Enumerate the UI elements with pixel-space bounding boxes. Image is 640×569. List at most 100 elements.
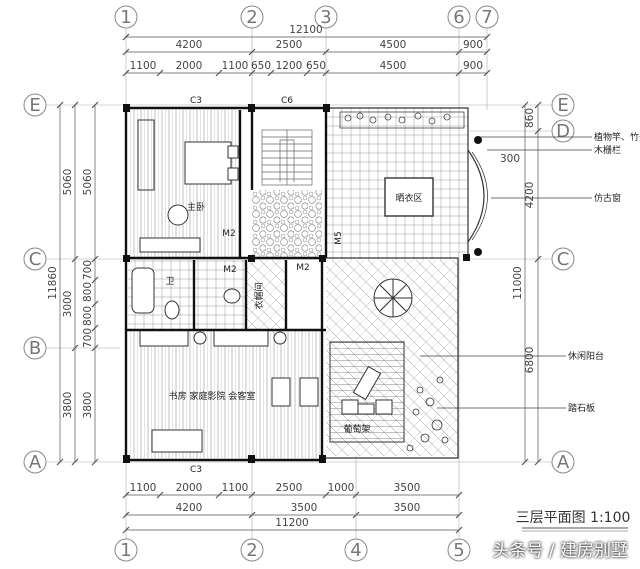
axis-top-6: 6 [453, 7, 464, 28]
dim-right-outer: 11000 [512, 266, 524, 299]
note-terrace: 休闲阳台 [568, 350, 604, 362]
label-drying-area: 晒衣区 [395, 192, 422, 204]
dim-bot-r1-0: 1100 [130, 482, 157, 494]
dim-right-mid-1: 4200 [524, 182, 536, 209]
axis-bottom-4: 4 [350, 540, 361, 561]
dim-left-mid-1: 3000 [62, 291, 74, 318]
drying-area-box [384, 177, 434, 217]
dim-top-r2-0: 1100 [130, 60, 157, 72]
dim-bot-r2-2: 3500 [394, 502, 421, 514]
dim-top-r2-4: 1200 [276, 60, 303, 72]
axis-right-C: C [557, 249, 570, 270]
dim-left-inner-1: 700 [82, 260, 94, 280]
top-dimensions [122, 33, 491, 77]
dim-left-inner-4: 700 [82, 328, 94, 348]
dim-top-r2-7: 900 [463, 60, 483, 72]
lounge-chairs [341, 365, 393, 415]
dim-bot-r1-1: 2000 [176, 482, 203, 494]
label-cloakroom: 衣帽间 [253, 282, 265, 309]
axis-right-D: D [556, 121, 570, 142]
axis-top-1: 1 [120, 7, 131, 28]
bottom-dimensions [122, 491, 463, 534]
bay-window-arc-inner [471, 151, 488, 241]
dim-left-outer: 11860 [47, 266, 59, 299]
dim-left-inner-5: 3800 [82, 392, 94, 419]
note-plant: 植物竿、竹子 [594, 131, 640, 143]
right-dimensions [521, 101, 542, 466]
terrace-outline [326, 107, 469, 459]
stair-hall [252, 110, 326, 190]
axis-bottom-5: 5 [453, 540, 464, 561]
watermark: 头条号 / 建房别墅 [492, 541, 628, 561]
axis-bubbles-top: 1 2 3 6 7 [114, 5, 499, 29]
dim-left-inner-3: 800 [82, 306, 94, 326]
axis-bubbles-right: E D C A [551, 93, 575, 474]
dim-bot-total: 11200 [275, 517, 308, 529]
drawing-title-group: 三层平面图 1:100 [516, 510, 631, 532]
label-c3-top: C3 [190, 96, 202, 106]
columns [123, 104, 482, 463]
bay-window-arc [467, 149, 485, 243]
dim-top-total: 12100 [289, 24, 322, 36]
dim-top-r1-1: 2500 [276, 39, 303, 51]
leader-lines [420, 136, 592, 409]
dim-top-r2-2: 1100 [222, 60, 249, 72]
axis-right-A: A [557, 452, 570, 473]
label-door-m2-a: M2 [222, 229, 236, 239]
stair [261, 129, 313, 186]
label-master-bedroom: 主卧 [187, 201, 205, 213]
dim-left-inner-0: 5060 [82, 169, 94, 196]
axis-bubbles-left: E C B A [23, 93, 47, 474]
axis-left-B: B [29, 338, 41, 359]
pergola-deck [329, 341, 405, 443]
dim-left-inner-2: 800 [82, 282, 94, 302]
axis-bottom-1: 1 [120, 540, 131, 561]
dim-top-r2-5: 650 [306, 60, 326, 72]
bed [137, 119, 239, 253]
label-study: 书房 家庭影院 会客室 [169, 390, 256, 402]
garden-plants [406, 376, 449, 452]
dim-bot-r1-5: 3500 [394, 482, 421, 494]
toilet-2 [223, 288, 241, 304]
axis-bottom-2: 2 [246, 540, 257, 561]
dim-left-mid-2: 3800 [62, 392, 74, 419]
label-door-m5: M5 [334, 231, 344, 245]
dim-top-r1-0: 4200 [176, 39, 203, 51]
dim-bot-r1-3: 2500 [276, 482, 303, 494]
walls [124, 106, 328, 462]
note-window: 仿古窗 [594, 192, 621, 204]
label-pergola: 葡萄架 [343, 423, 370, 435]
axis-top-7: 7 [481, 7, 492, 28]
axis-top-3: 3 [320, 7, 331, 28]
dim-top-r2-3: 650 [251, 60, 271, 72]
umbrella-table [373, 278, 413, 318]
axis-left-A: A [29, 452, 42, 473]
dim-right-mid-0: 860 [524, 108, 536, 128]
dim-right-small: 300 [500, 153, 520, 165]
label-door-m2-c: M2 [296, 263, 310, 273]
note-railing: 木栅栏 [594, 144, 621, 156]
axis-top-2: 2 [246, 7, 257, 28]
dim-bot-r1-2: 1100 [222, 482, 249, 494]
bathtub [131, 267, 155, 314]
toilet [164, 300, 180, 320]
note-stone: 踏石板 [568, 402, 595, 414]
planter-strip [339, 111, 465, 129]
cloakroom-floor [246, 260, 286, 330]
axis-left-C: C [29, 249, 42, 270]
dim-top-r1-3: 900 [463, 39, 483, 51]
label-door-m2-b: M2 [223, 265, 237, 275]
dim-top-r1-2: 4500 [380, 39, 407, 51]
dim-top-r2-6: 4500 [380, 60, 407, 72]
dim-bot-r1-4: 1000 [328, 482, 355, 494]
drawing-title: 三层平面图 1:100 [516, 510, 631, 526]
pebble-lobby-floor [252, 190, 322, 258]
label-c6-top: C6 [281, 96, 293, 106]
dim-bot-r2-1: 3500 [291, 502, 318, 514]
dim-right-mid-2: 6800 [524, 347, 536, 374]
label-bath: 卫 [165, 277, 174, 287]
dim-top-r2-1: 2000 [176, 60, 203, 72]
axis-bubbles-bottom: 1 2 4 5 [114, 538, 471, 562]
dim-left-mid-0: 5060 [62, 169, 74, 196]
